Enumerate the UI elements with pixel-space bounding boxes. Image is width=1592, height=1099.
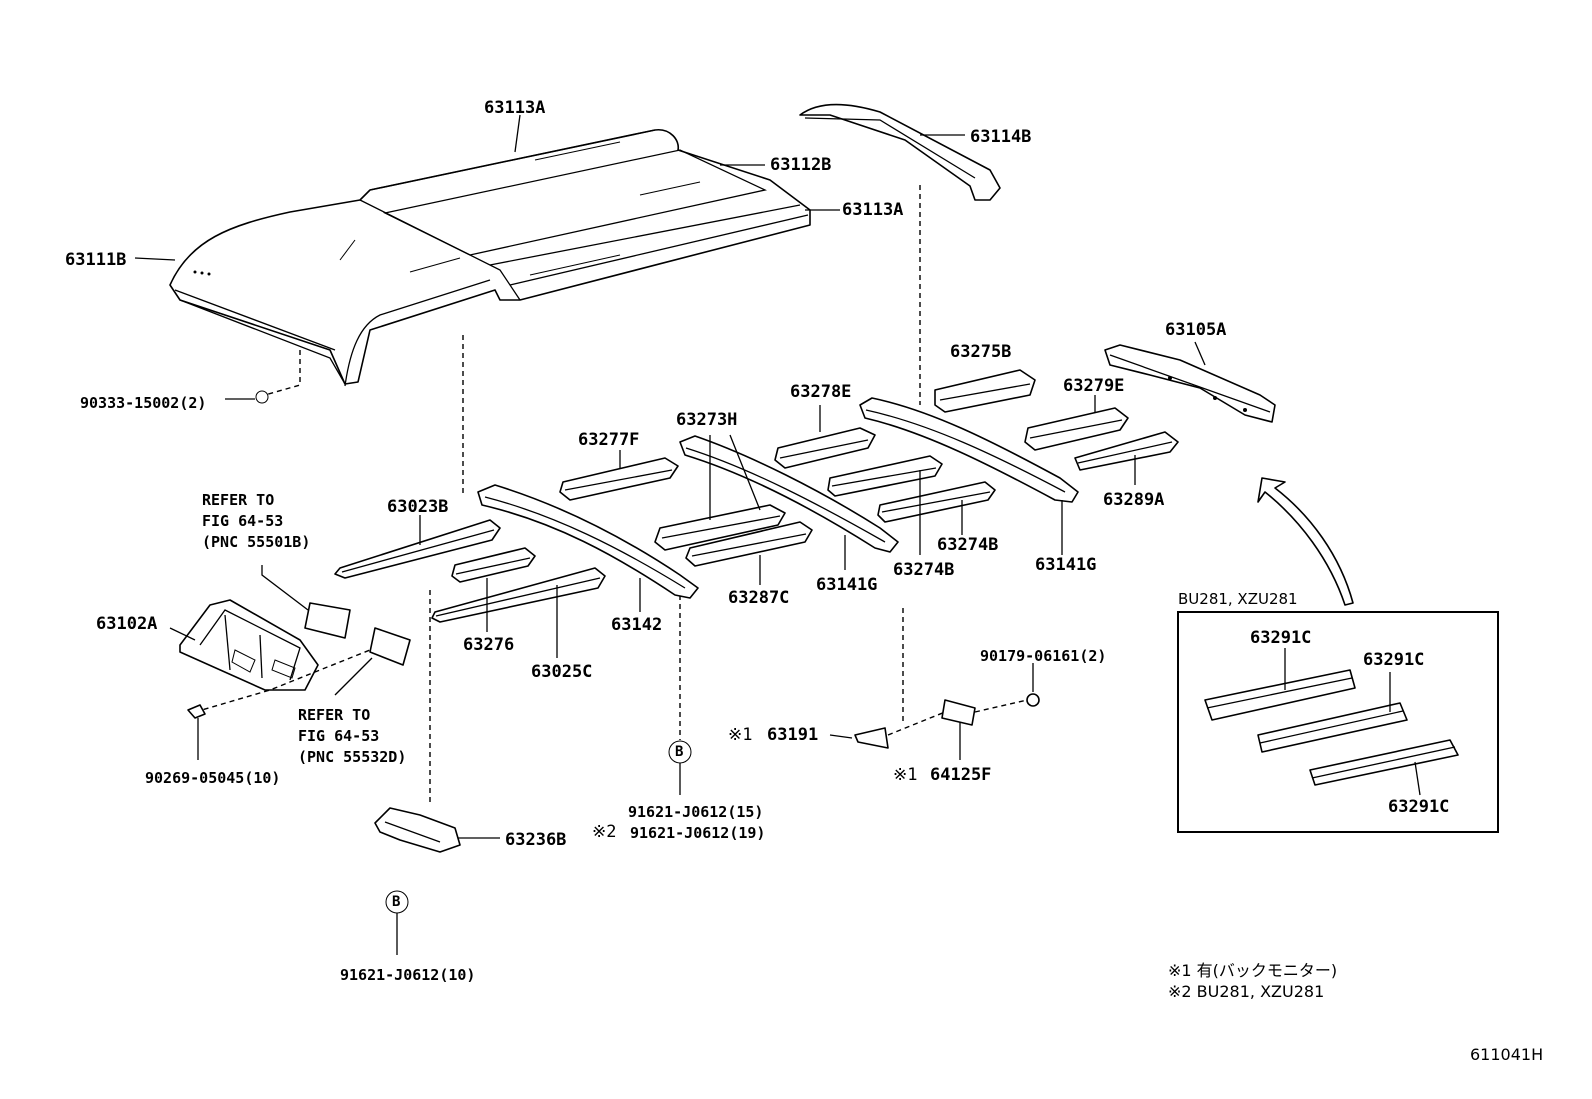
label-63274B-a: 63274B [937, 535, 999, 555]
circle-b-1: B [675, 744, 684, 760]
bracket-63102A [179, 599, 319, 691]
label-63276: 63276 [463, 635, 515, 655]
label-63113A-right: 63113A [842, 200, 904, 220]
rear-cover-63114B [799, 103, 1001, 201]
front-roof-bow-63142 [477, 484, 699, 599]
label-63025C: 63025C [531, 662, 593, 682]
label-63114B: 63114B [970, 127, 1032, 147]
mark-1-b: ※1 [893, 765, 918, 785]
circle-b-2: B [392, 894, 401, 910]
refer-bottom: REFER TO FIG 64-53 (PNC 55532D) [298, 705, 406, 768]
refer-bottom-line3: (PNC 55532D) [298, 748, 407, 766]
roof-bow-63141G-right [859, 397, 1079, 503]
label-63287C: 63287C [728, 588, 790, 608]
refer-top: REFER TO FIG 64-53 (PNC 55501B) [202, 490, 310, 553]
label-63291C-a: 63291C [1250, 628, 1312, 648]
label-63023B: 63023B [387, 497, 449, 517]
rear-header-63105A [1104, 344, 1276, 423]
label-63141G-b: 63141G [1035, 555, 1097, 575]
label-63273H: 63273H [676, 410, 738, 430]
label-90333-15002: 90333-15002(2) [80, 394, 207, 412]
label-63279E: 63279E [1063, 376, 1125, 396]
label-63105A: 63105A [1165, 320, 1227, 340]
label-63113A-top: 63113A [484, 98, 546, 118]
figure-code: 611041H [1470, 1045, 1544, 1064]
label-63191: 63191 [767, 725, 819, 745]
label-63277F: 63277F [578, 430, 640, 450]
refer-bottom-line1: REFER TO [298, 706, 371, 724]
refer-bottom-line2: FIG 64-53 [298, 727, 380, 745]
mark-2: ※2 [592, 822, 617, 842]
label-63142: 63142 [611, 615, 663, 635]
label-91621-J0612-19: 91621-J0612(19) [630, 824, 766, 842]
label-63141G-a: 63141G [816, 575, 878, 595]
label-63112B: 63112B [770, 155, 832, 175]
label-63289A: 63289A [1103, 490, 1165, 510]
refer-top-line2: FIG 64-53 [202, 512, 284, 530]
label-63236B: 63236B [505, 830, 567, 850]
refer-top-line1: REFER TO [202, 491, 275, 509]
label-63291C-b: 63291C [1363, 650, 1425, 670]
label-90269-05045: 90269-05045(10) [145, 769, 281, 787]
refer-top-line3: (PNC 55501B) [202, 533, 311, 551]
label-64125F: 64125F [930, 765, 992, 785]
inset-box [1177, 611, 1499, 833]
label-63274B-b: 63274B [893, 560, 955, 580]
label-63111B: 63111B [65, 250, 127, 270]
note-1: ※1 有(バックモニター) [1168, 961, 1338, 980]
label-63275B: 63275B [950, 342, 1012, 362]
label-90179-06161: 90179-06161(2) [980, 647, 1107, 665]
label-63102A: 63102A [96, 614, 158, 634]
inset-title: BU281, XZU281 [1178, 590, 1298, 608]
label-63278E: 63278E [790, 382, 852, 402]
note-2: ※2 BU281, XZU281 [1168, 982, 1325, 1001]
label-63291C-c: 63291C [1388, 797, 1450, 817]
label-91621-J0612-10: 91621-J0612(10) [340, 966, 476, 984]
mark-1-a: ※1 [728, 725, 753, 745]
label-91621-J0612-15: 91621-J0612(15) [628, 803, 764, 821]
roof-panel-63111B [169, 129, 811, 387]
